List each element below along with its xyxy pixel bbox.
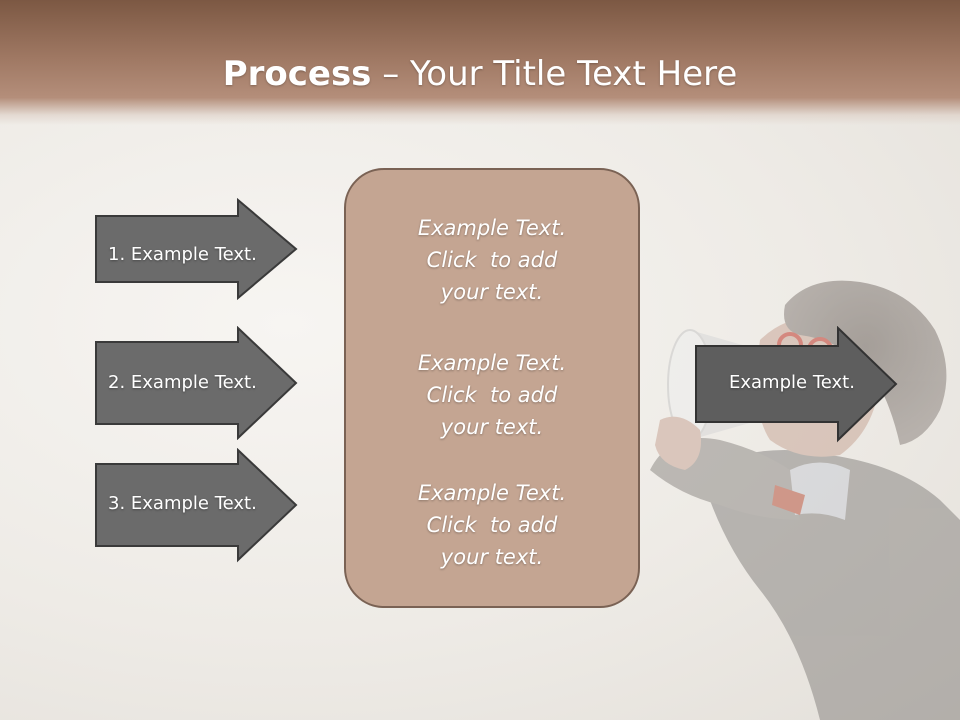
step-arrow-3[interactable] bbox=[94, 448, 300, 564]
center-block-3-line-1: Example Text. bbox=[417, 481, 567, 505]
center-block-2-line-3: your text. bbox=[440, 415, 544, 439]
center-block-1-line-1: Example Text. bbox=[417, 216, 567, 240]
center-block-3-line-2: Click to add bbox=[426, 513, 558, 537]
center-content-box[interactable] bbox=[344, 168, 640, 608]
step-arrow-2[interactable] bbox=[94, 326, 300, 440]
center-block-3-line-3: your text. bbox=[440, 545, 544, 569]
header-band bbox=[0, 0, 960, 125]
title-rest: – Your Title Text Here bbox=[371, 54, 738, 94]
center-block-2-line-1: Example Text. bbox=[417, 351, 567, 375]
step-label-3: 3. Example Text. bbox=[108, 493, 257, 514]
slide-title[interactable]: Process – Your Title Text Here bbox=[0, 52, 960, 96]
output-arrow[interactable] bbox=[694, 326, 900, 444]
output-label: Example Text. bbox=[729, 372, 855, 393]
center-block-1-line-3: your text. bbox=[440, 280, 544, 304]
step-label-1: 1. Example Text. bbox=[108, 244, 257, 265]
center-text-block-2[interactable]: Example Text. Click to add your text. bbox=[344, 347, 640, 443]
step-label-2: 2. Example Text. bbox=[108, 372, 257, 393]
step-arrow-1[interactable] bbox=[94, 198, 300, 300]
center-block-1-line-2: Click to add bbox=[426, 248, 558, 272]
center-text-block-3[interactable]: Example Text. Click to add your text. bbox=[344, 477, 640, 573]
title-bold: Process bbox=[222, 54, 372, 94]
center-text-block-1[interactable]: Example Text. Click to add your text. bbox=[344, 212, 640, 308]
center-block-2-line-2: Click to add bbox=[426, 383, 558, 407]
